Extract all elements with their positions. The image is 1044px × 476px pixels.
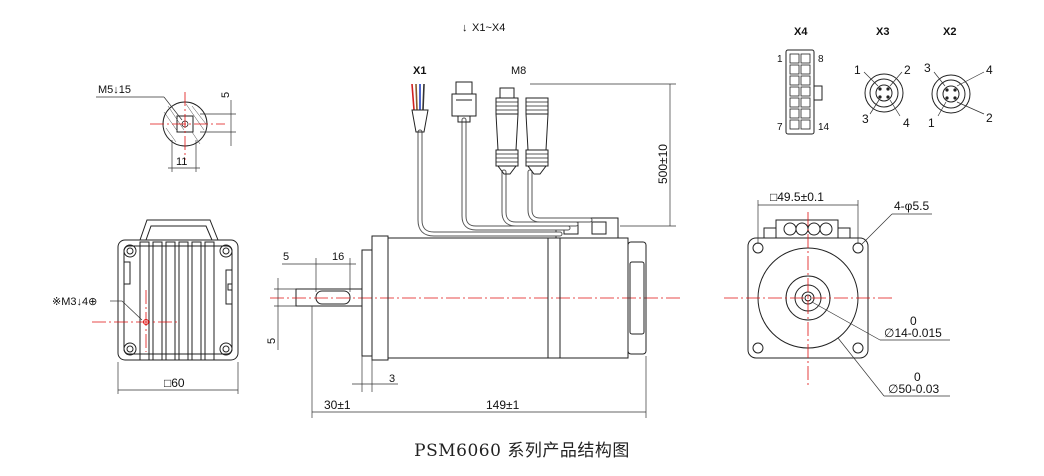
x3-pin-4: 4: [903, 116, 910, 130]
x2-connector: X2 3 4 1 2: [924, 26, 993, 130]
dim-16: 16: [332, 251, 344, 263]
tol-50-zero: 0: [914, 370, 921, 384]
flange: [361, 249, 373, 357]
rear-housing: [117, 239, 239, 361]
shaft-section-detail: M5↓15 5 11: [96, 84, 236, 172]
x3-pin-1: 1: [854, 63, 861, 77]
rear-view: ※M3↓4⊕ □60: [52, 219, 239, 394]
x3-pin-3: 3: [862, 112, 869, 126]
power-plug: [451, 81, 477, 123]
holes-label: 4-φ5.5: [894, 199, 929, 213]
x4-connector: X4 1 8 7 14: [777, 26, 830, 135]
x1-wires: [411, 83, 429, 133]
dim-11: 11: [176, 156, 187, 168]
dim-149: 149±1: [486, 398, 520, 412]
x4-pin-8: 8: [818, 54, 824, 65]
x2-pin-4: 4: [986, 63, 993, 77]
x1-label: X1: [413, 65, 426, 77]
dim-sq495: □49.5±0.1: [770, 190, 824, 204]
x4-label: X4: [794, 26, 808, 38]
x4-pin-1: 1: [777, 54, 783, 65]
cables: [417, 117, 593, 237]
side-view: ↓ X1~X4 X1 M8 500±10 5 16 5 3 30±1 149±1: [266, 22, 680, 418]
front-view: □49.5±0.1 4-φ5.5 0 ∅14-0.015 0 ∅50-0.03: [724, 190, 950, 397]
x4-pin-14: 14: [818, 122, 830, 133]
tol-14-zero: 0: [910, 314, 917, 328]
m5-label: M5↓15: [98, 84, 131, 96]
connector-note: X1~X4: [472, 22, 505, 34]
x2-pin-1: 1: [928, 116, 935, 130]
drawing-canvas: M5↓15 5 11: [52, 22, 993, 418]
m8-connectors: [495, 87, 549, 175]
x2-pin-2: 2: [986, 111, 993, 125]
x3-connector: X3 1 2 3 4: [854, 26, 911, 130]
dim-5-key: 5: [266, 338, 278, 344]
dim-500: 500±10: [656, 144, 670, 184]
dim-5-top: 5: [220, 92, 232, 98]
dim-3: 3: [389, 373, 395, 385]
dim-sq60: □60: [164, 376, 185, 390]
dia-14: ∅14-0.015: [884, 326, 942, 340]
m8-label: M8: [511, 65, 526, 77]
shaft: [295, 288, 363, 307]
m3-label: ※M3↓4⊕: [52, 296, 97, 308]
dim-30: 30±1: [324, 398, 351, 412]
dim-5-shaft: 5: [283, 251, 289, 263]
x3-label: X3: [876, 26, 889, 38]
dia-50: ∅50-0.03: [888, 382, 939, 396]
figure-caption: PSM6060 系列产品结构图: [414, 441, 630, 461]
x2-pin-3: 3: [924, 61, 931, 75]
x4-pin-7: 7: [777, 122, 783, 133]
rear-cap: [627, 241, 647, 355]
x2-label: X2: [943, 26, 956, 38]
connector-note-arrow: ↓: [462, 22, 468, 34]
x3-pin-2: 2: [904, 63, 911, 77]
